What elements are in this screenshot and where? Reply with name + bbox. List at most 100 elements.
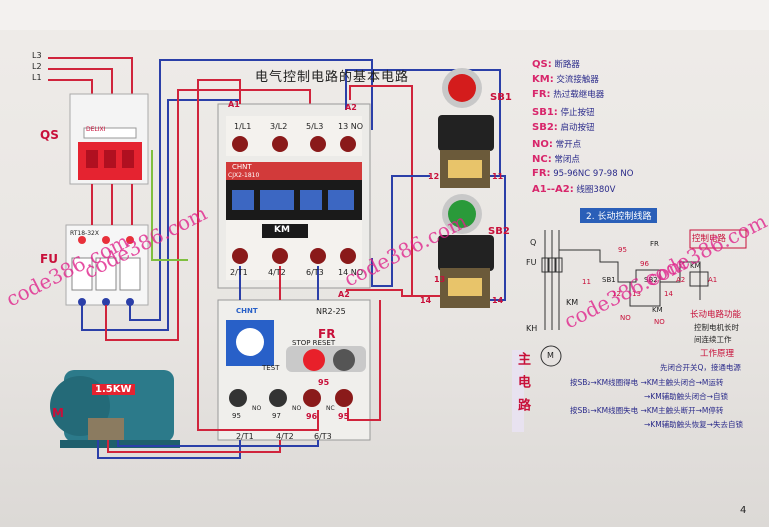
relay-out-4-t2: 4/T2: [276, 432, 294, 441]
fuse-text: RT18-32X: [70, 230, 99, 237]
sch-14: 14: [664, 290, 673, 298]
legend-no: NO: 常开点: [532, 139, 582, 150]
sch-95: 95: [618, 246, 627, 254]
relay-brand: CHNT: [236, 307, 258, 315]
km-label: KM: [274, 225, 290, 235]
legend-coil: A1--A2: 线圈380V: [532, 184, 616, 195]
push-button-sb1: [438, 68, 494, 188]
sch-13: 13: [632, 290, 641, 298]
diagram-title: 电气控制电路的基本电路: [255, 70, 410, 85]
phase-label-l1: L1: [32, 73, 42, 82]
breaker-text: DELIXI: [86, 126, 106, 133]
tag-sb2-13: 13: [434, 275, 446, 284]
phase-label-l3: L3: [32, 51, 42, 60]
tag-sb2-14a: 14: [420, 296, 432, 305]
sch-fu: FU: [526, 258, 537, 267]
breaker-qs: [69, 93, 149, 185]
legend-fr-contacts: FR: 95-96NC 97-98 NO: [532, 168, 634, 179]
sch-a2: A2: [676, 276, 686, 284]
push-button-sb2: [438, 194, 494, 308]
page-number: 4: [740, 505, 747, 516]
function-line-1: 控制电机长时: [694, 323, 739, 332]
terminal-3-l2: 3/L2: [270, 122, 288, 131]
sch-m: M: [547, 351, 554, 360]
fr-label: FR: [318, 327, 336, 341]
control-circuit-label: 控制电路: [692, 234, 727, 244]
legend-fr: FR: 热过载继电器: [532, 89, 605, 100]
sch-kh: KH: [526, 324, 538, 333]
schematic: [512, 229, 747, 432]
motor-power: 1.5KW: [92, 384, 135, 395]
tag-a2: A2: [345, 103, 357, 112]
principle-line-5: →KM辅助触头恢复→失去自锁: [644, 420, 743, 429]
tag-95: 95: [318, 378, 330, 387]
sch-no-a: NO: [620, 314, 631, 322]
phase-label-l2: L2: [32, 62, 42, 71]
motor-label: M: [52, 406, 64, 420]
principle-title: 工作原理: [700, 349, 735, 359]
legend-nc: NC: 常闭点: [532, 154, 580, 165]
principle-line-1: 先闭合开关Q，接通电源: [660, 363, 741, 372]
sch-sb2: SB2: [644, 276, 658, 284]
sch-fr: FR: [650, 240, 659, 248]
relay-aux-no-b: NO: [292, 405, 302, 412]
relay-aux-95a: 95: [232, 412, 241, 420]
terminal-13-no: 13 NO: [338, 122, 364, 131]
contactor-km: [217, 103, 371, 289]
relay-aux-no-a: NO: [252, 405, 262, 412]
legend-sb1: SB1: 停止按钮: [532, 107, 595, 118]
terminal-1-l1: 1/L1: [234, 122, 252, 131]
sch-96: 96: [640, 260, 649, 268]
contactor-brand: CHNT: [232, 163, 252, 171]
terminal-5-l3: 5/L3: [306, 122, 324, 131]
relay-aux-96: 96: [306, 412, 318, 421]
sch-km: KM: [566, 298, 579, 307]
tag-a2-bottom: A2: [338, 290, 350, 299]
relay-buttons: STOP RESET: [292, 339, 336, 347]
terminal-14-no: 14 NO: [338, 268, 364, 277]
relay-out-2-t1: 2/T1: [236, 432, 254, 441]
contactor-model: CJX2-1810: [228, 172, 260, 179]
terminal-2-t1: 2/T1: [230, 268, 248, 277]
function-title: 长动电路功能: [690, 310, 742, 320]
terminal-6-t3: 6/T3: [306, 268, 324, 277]
relay-out-6-t3: 6/T3: [314, 432, 332, 441]
relay-aux-95b: 95: [338, 412, 350, 421]
relay-model: NR2-25: [316, 307, 346, 316]
sch-no-b: NO: [654, 318, 665, 326]
principle-line-4: 按SB₁→KM线圈失电 →KM主触头断开→M停转: [570, 406, 724, 415]
fuse-block-fu: [65, 224, 149, 306]
sch-11: 11: [582, 278, 591, 286]
main-circuit-label: 主电路: [515, 352, 530, 421]
tag-sb1-11: 11: [492, 172, 504, 181]
tag-sb2-14b: 14: [492, 296, 504, 305]
motor-m: [50, 370, 180, 448]
relay-aux-nc: NC: [326, 405, 335, 412]
sch-sb1: SB1: [602, 276, 616, 284]
tag-a1: A1: [228, 100, 240, 109]
schematic-heading: 2. 长动控制线路: [580, 208, 658, 223]
thermal-relay-fr: [217, 299, 371, 441]
fu-label: FU: [40, 252, 58, 266]
sch-12: 12: [612, 290, 621, 298]
terminal-4-t2: 4/T2: [268, 268, 286, 277]
principle-line-2: 按SB₂→KM线圈得电 →KM主触头闭合→M运转: [570, 378, 724, 387]
sb1-label: SB1: [490, 92, 512, 103]
phase-lines: [48, 57, 133, 95]
qs-label: QS: [40, 128, 59, 142]
function-line-2: 间连续工作: [694, 335, 732, 344]
sb2-label: SB2: [488, 226, 510, 237]
sch-km-coil: KM: [690, 262, 701, 270]
relay-test: TEST: [262, 364, 280, 372]
sch-km-aux: KM: [652, 306, 663, 314]
tag-sb1-12: 12: [428, 172, 440, 181]
legend-sb2: SB2: 启动按钮: [532, 122, 595, 133]
sch-a1: A1: [708, 276, 718, 284]
legend-km: KM: 交流接触器: [532, 74, 599, 85]
relay-aux-97: 97: [272, 412, 281, 420]
sch-q: Q: [530, 238, 537, 247]
legend-qs: QS: 断路器: [532, 59, 580, 70]
principle-line-3: →KM辅助触头闭合→自锁: [644, 392, 728, 401]
